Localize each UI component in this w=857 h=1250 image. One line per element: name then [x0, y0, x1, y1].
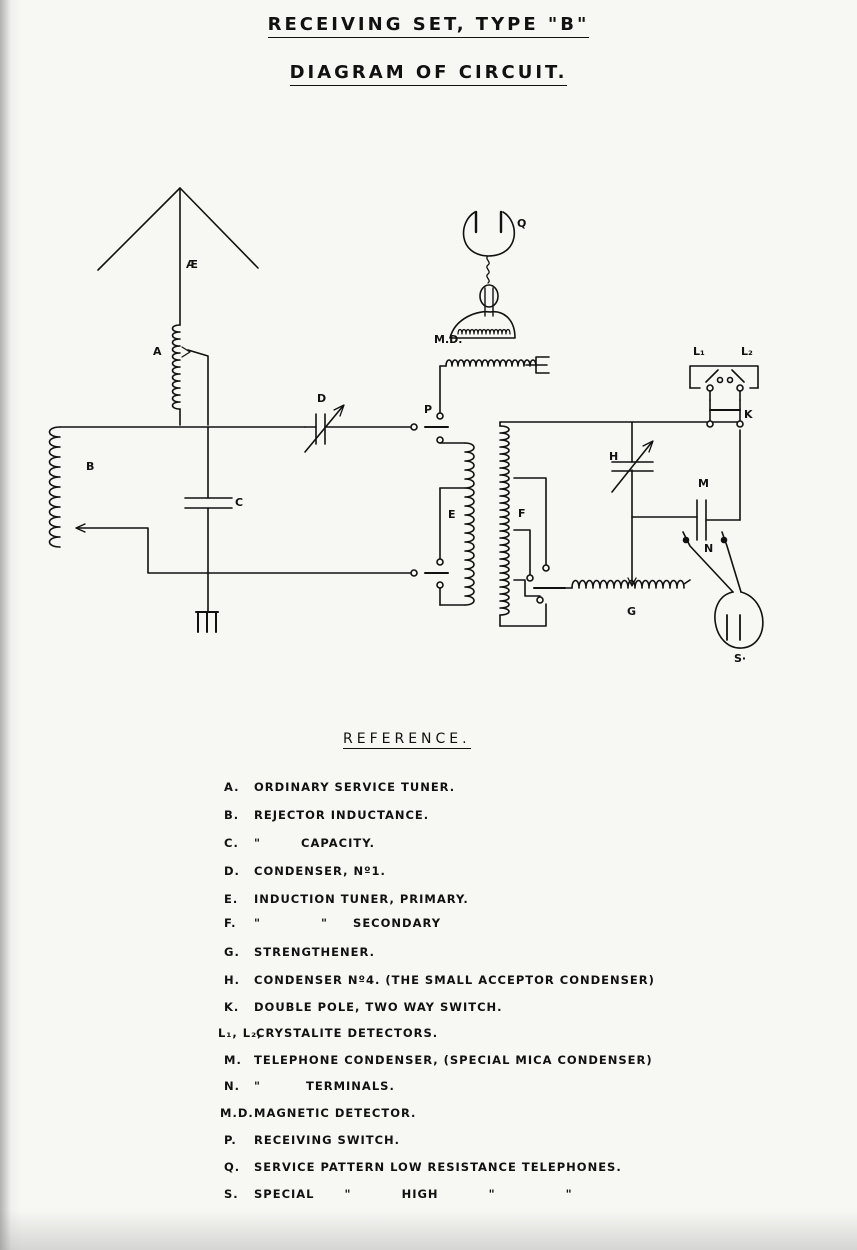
reference-item: F. " " SECONDARY: [224, 916, 441, 930]
label-q: Q: [517, 217, 526, 230]
label-p: P: [424, 403, 432, 416]
reference-text: TELEPHONE CONDENSER, (SPECIAL MICA CONDE…: [254, 1053, 653, 1067]
reference-key: E.: [224, 892, 239, 906]
label-e: E: [448, 508, 456, 521]
reference-item: N. " TERMINALS.: [224, 1079, 395, 1093]
reference-text: " TERMINALS.: [254, 1079, 395, 1093]
reference-item: B. REJECTOR INDUCTANCE.: [224, 808, 429, 822]
reference-heading: REFERENCE.: [343, 731, 471, 749]
low-resistance-telephones-q: [462, 210, 516, 284]
label-a: A: [153, 345, 162, 358]
page-title-text: RECEIVING SET, TYPE "B": [267, 14, 590, 38]
reference-item: M.D.MAGNETIC DETECTOR.: [220, 1106, 416, 1120]
aerial-symbol: [97, 187, 259, 326]
strengthener-g: [564, 421, 691, 589]
reference-text: DOUBLE POLE, TWO WAY SWITCH.: [254, 1000, 503, 1014]
reference-key: P.: [224, 1133, 237, 1147]
condenser-d: [304, 404, 411, 453]
reference-key: F.: [224, 916, 237, 930]
reference-key: Q.: [224, 1160, 241, 1174]
label-n: N: [704, 542, 713, 555]
page-edge-shadow: [0, 0, 22, 1250]
condenser-h: [611, 440, 654, 493]
high-resistance-telephones-s: [714, 591, 764, 649]
label-ae: Æ: [186, 258, 198, 271]
reference-key: M.: [224, 1053, 242, 1067]
circuit-diagram: Æ A B C D E F G H K L₁ L₂ M M.D. N P Q S…: [48, 187, 764, 665]
page-title: RECEIVING SET, TYPE "B": [0, 14, 857, 38]
label-b: B: [86, 460, 94, 473]
reference-item: H. CONDENSER Nº4. (THE SMALL ACCEPTOR CON…: [224, 973, 655, 987]
earth-symbol: [195, 611, 219, 633]
reference-text: CRYSTALITE DETECTORS.: [256, 1026, 439, 1040]
reference-key: L₁, L₂,: [218, 1026, 263, 1040]
reference-key: C.: [224, 836, 239, 850]
reference-item: Q. SERVICE PATTERN LOW RESISTANCE TELEPHO…: [224, 1160, 622, 1174]
reference-key: N.: [224, 1079, 240, 1093]
reference-key: G.: [224, 945, 240, 959]
tuner-a-coil: [171, 324, 209, 426]
receiving-switch-p: [410, 365, 466, 606]
label-g: G: [627, 605, 636, 618]
label-l1: L₁: [693, 345, 705, 358]
magnetic-detector-md: [439, 284, 550, 374]
reference-item: D. CONDENSER, Nº1.: [224, 864, 386, 878]
reference-item: L₁, L₂,CRYSTALITE DETECTORS.: [218, 1026, 438, 1040]
reference-item: S. SPECIAL " HIGH " ": [224, 1187, 573, 1201]
reference-item: M. TELEPHONE CONDENSER, (SPECIAL MICA CON…: [224, 1053, 653, 1067]
reference-item: E. INDUCTION TUNER, PRIMARY.: [224, 892, 469, 906]
page-bottom-shadow: [0, 1210, 857, 1250]
reference-text: " CAPACITY.: [254, 836, 375, 850]
reference-text: " " SECONDARY: [254, 916, 442, 930]
reference-key: S.: [224, 1187, 239, 1201]
reference-key: M.D.: [220, 1106, 254, 1120]
label-l2: L₂: [741, 345, 753, 358]
label-f: F: [518, 507, 526, 520]
reference-text: STRENGTHENER.: [254, 945, 375, 959]
label-s: S·: [734, 652, 746, 665]
label-md: M.D.: [434, 333, 462, 346]
reference-item: A. ORDINARY SERVICE TUNER.: [224, 780, 455, 794]
page-subtitle: DIAGRAM OF CIRCUIT.: [0, 62, 857, 86]
label-d: D: [317, 392, 326, 405]
reference-item: P. RECEIVING SWITCH.: [224, 1133, 400, 1147]
label-h: H: [609, 450, 618, 463]
reference-item: G. STRENGTHENER.: [224, 945, 375, 959]
reference-text: INDUCTION TUNER, PRIMARY.: [254, 892, 469, 906]
page-subtitle-text: DIAGRAM OF CIRCUIT.: [289, 62, 568, 86]
reference-text: ORDINARY SERVICE TUNER.: [254, 780, 456, 794]
label-k: K: [744, 408, 753, 421]
induction-tuner-primary-e: [464, 442, 475, 606]
reference-key: B.: [224, 808, 240, 822]
reference-text: SERVICE PATTERN LOW RESISTANCE TELEPHONE…: [254, 1160, 622, 1174]
reference-text: MAGNETIC DETECTOR.: [254, 1106, 417, 1120]
crystalite-detectors-l: [689, 365, 759, 389]
label-m: M: [698, 477, 709, 490]
double-pole-switch-k: [706, 384, 744, 428]
reference-text: SPECIAL " HIGH " ": [254, 1187, 573, 1201]
reference-text: CONDENSER Nº4. (THE SMALL ACCEPTOR CONDE…: [254, 973, 655, 987]
reference-key: K.: [224, 1000, 240, 1014]
label-c: C: [235, 496, 243, 509]
reference-item: K. DOUBLE POLE, TWO WAY SWITCH.: [224, 1000, 503, 1014]
reference-item: C. " CAPACITY.: [224, 836, 375, 850]
reference-text: CONDENSER, Nº1.: [254, 864, 386, 878]
reference-key: A.: [224, 780, 240, 794]
reference-text: RECEIVING SWITCH.: [254, 1133, 401, 1147]
induction-tuner-secondary-f: [499, 421, 741, 627]
rejector-inductance-b: [48, 426, 411, 574]
capacity-c: [184, 426, 233, 613]
reference-key: D.: [224, 864, 240, 878]
terminals-n: [682, 531, 742, 593]
reference-text: REJECTOR INDUCTANCE.: [254, 808, 430, 822]
telephone-condenser-m: [631, 429, 741, 541]
reference-key: H.: [224, 973, 240, 987]
